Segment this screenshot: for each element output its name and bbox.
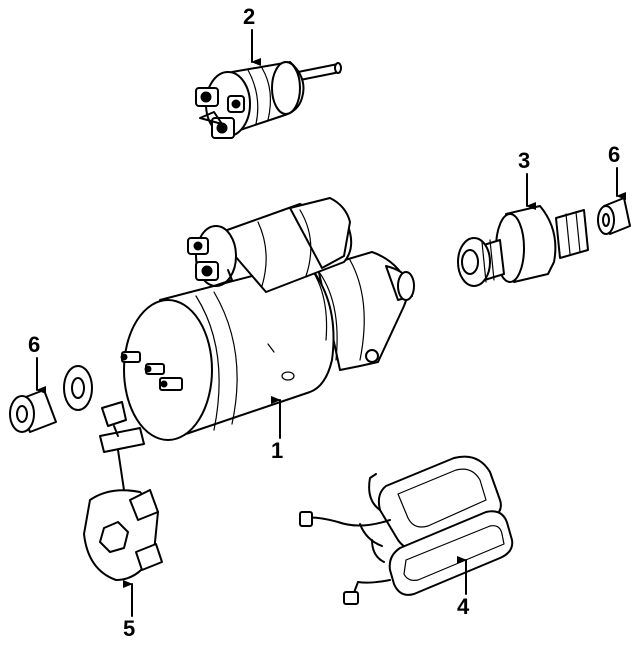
drive-pinion-part	[457, 205, 589, 287]
starter-motor-part	[120, 197, 415, 441]
callout-6-left: 6	[28, 332, 46, 394]
callout-1: 1	[271, 396, 283, 463]
callout-6-right: 6	[608, 142, 626, 200]
callout-6-left-label: 6	[28, 332, 40, 357]
callout-5-label: 5	[123, 616, 135, 641]
brush-holder-part	[83, 401, 163, 581]
field-coil-part	[299, 455, 514, 605]
callout-1-label: 1	[271, 438, 283, 463]
washer-part	[63, 365, 93, 411]
solenoid-part	[195, 61, 342, 139]
bushing-part-left	[9, 389, 57, 433]
callout-4-label: 4	[457, 594, 470, 619]
callout-5: 5	[123, 580, 135, 641]
callout-2-label: 2	[243, 4, 255, 29]
callout-2: 2	[243, 4, 261, 66]
callout-4: 4	[457, 556, 470, 619]
callout-6-right-label: 6	[608, 142, 620, 167]
bushing-part-right	[597, 197, 631, 235]
callout-3-label: 3	[518, 148, 530, 173]
callout-3: 3	[518, 148, 536, 210]
